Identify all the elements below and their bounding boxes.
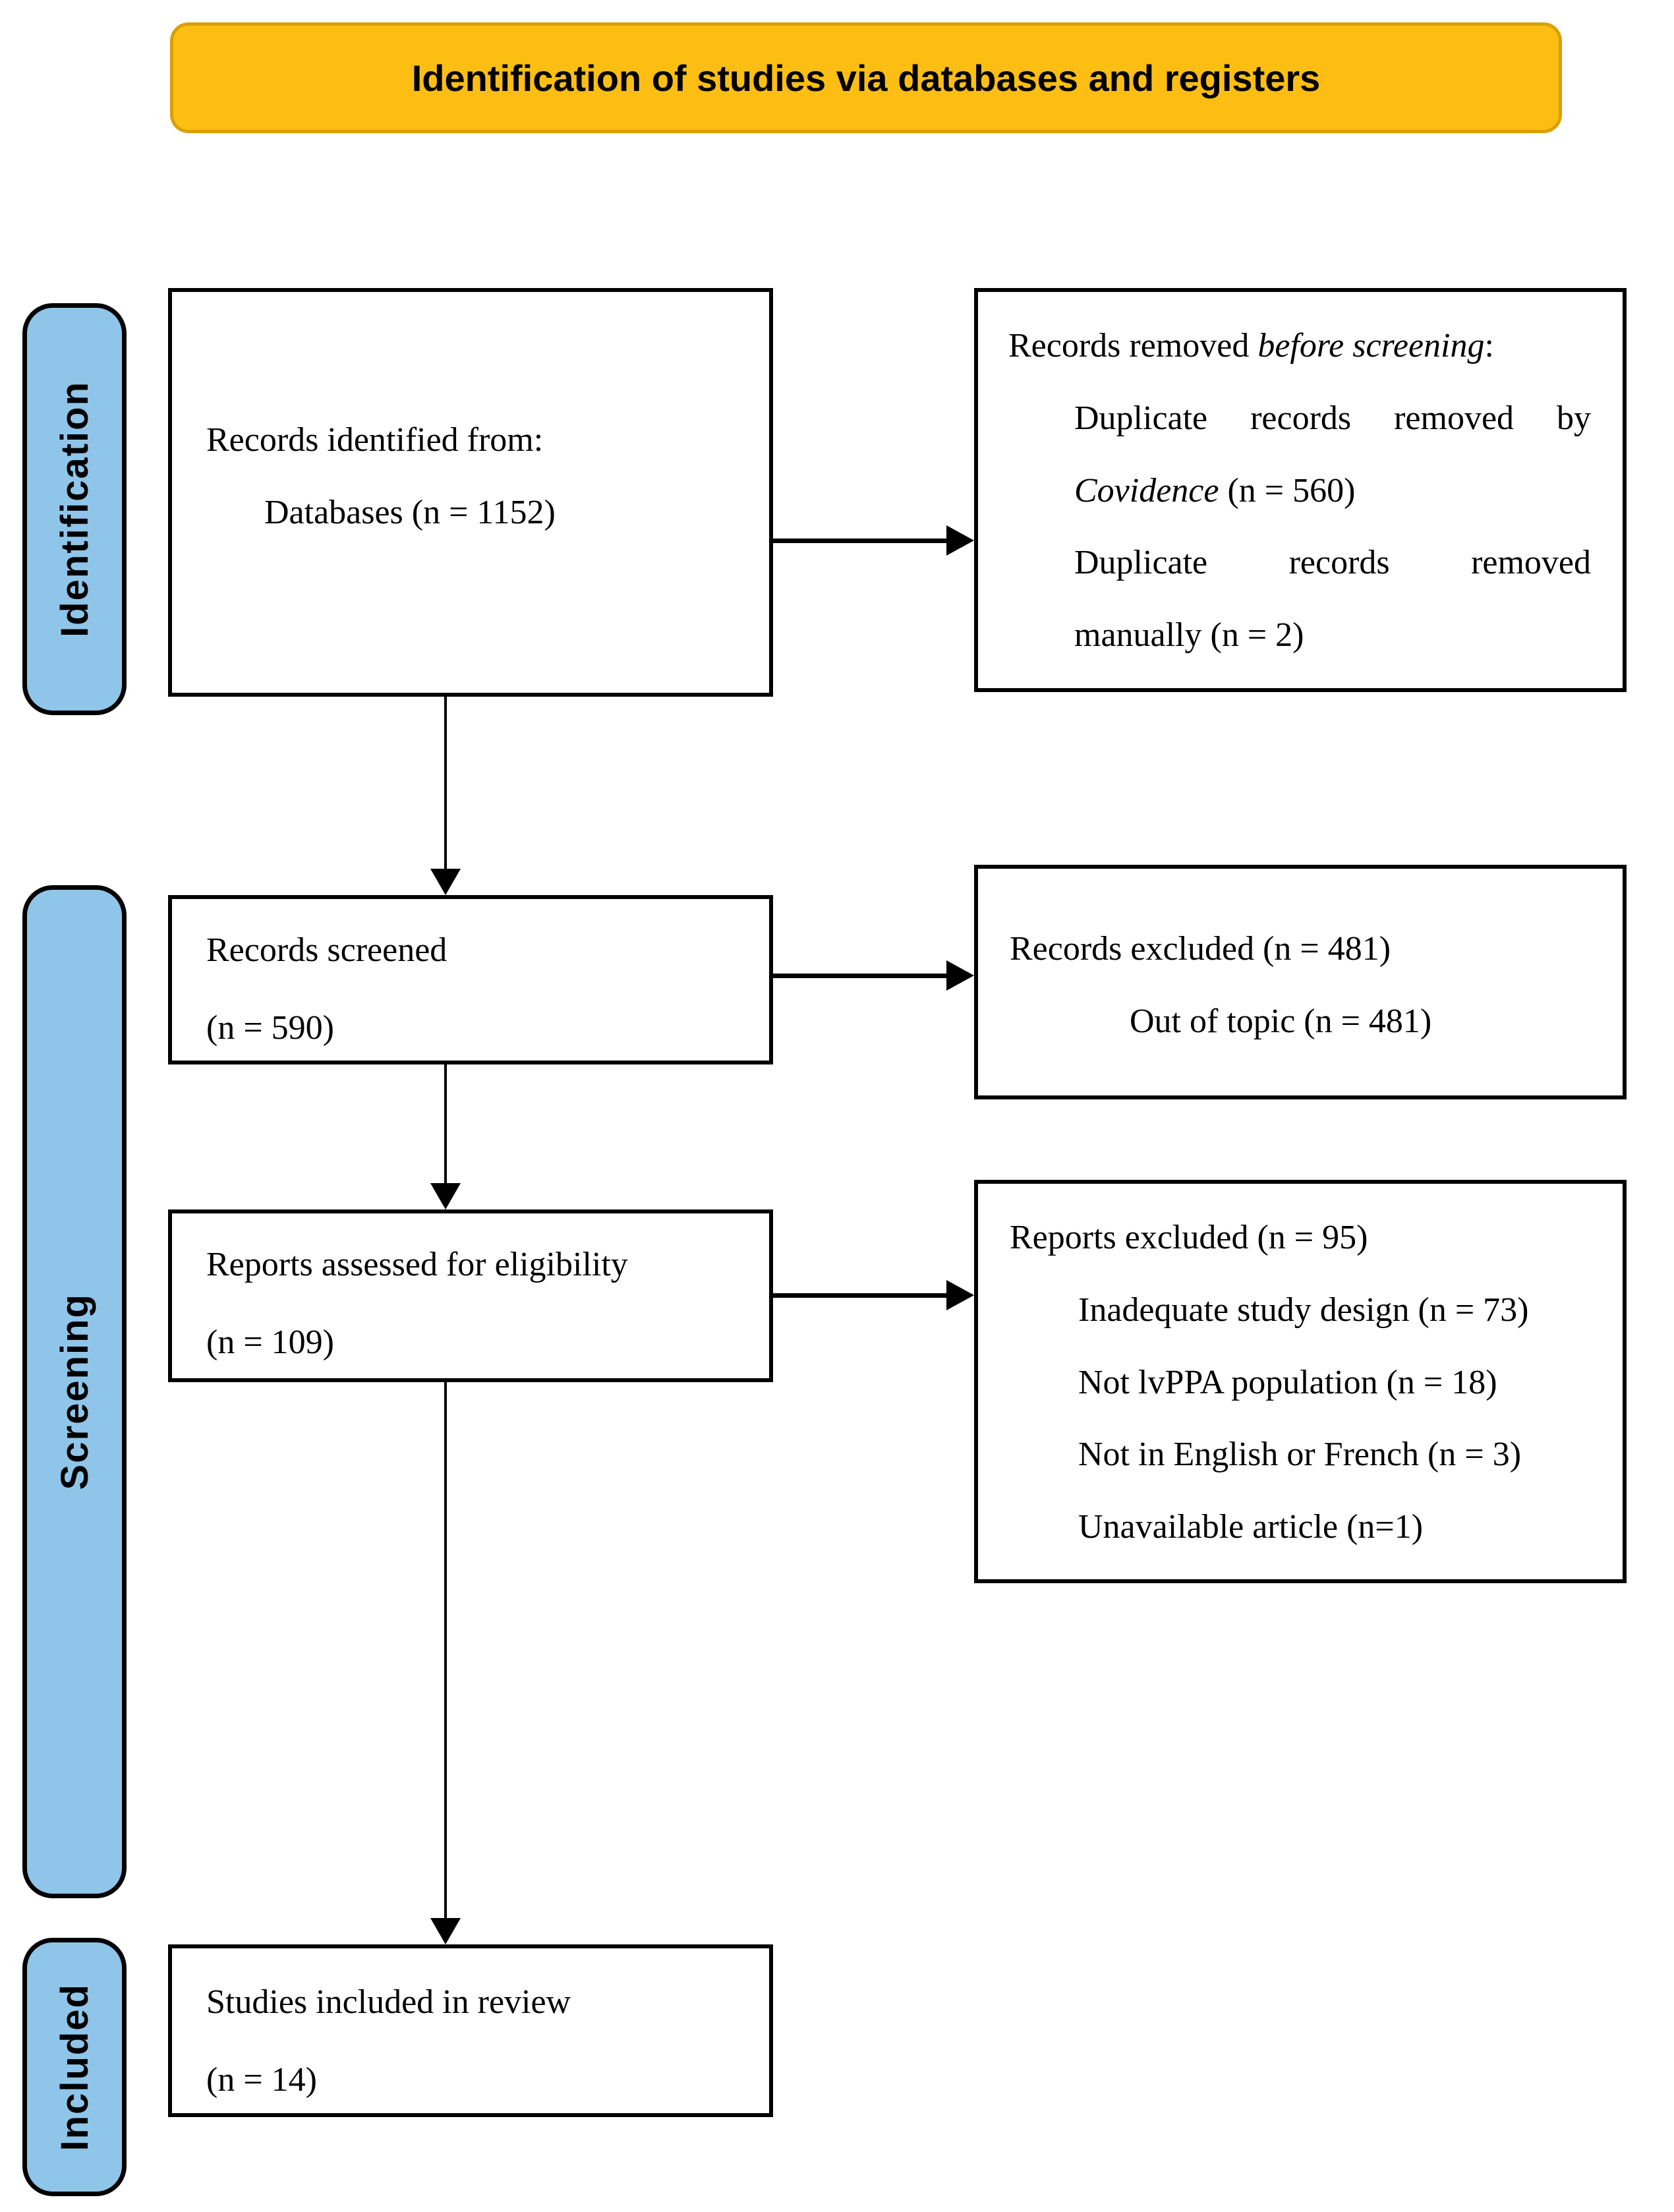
box-records-screened: Records screened (n = 590): [168, 895, 773, 1064]
text-segment: :: [1484, 327, 1494, 364]
box-line: Records excluded (n = 481): [1010, 930, 1391, 968]
arrow-down-icon: [430, 1183, 461, 1209]
box-line: Duplicate records removed by: [1074, 399, 1591, 437]
box-studies-included: Studies included in review (n = 14): [168, 1944, 773, 2117]
box-line: Out of topic (n = 481): [1130, 1002, 1432, 1040]
box-line: Records identified from:: [206, 421, 544, 459]
arrow-down-icon: [430, 1918, 461, 1944]
box-line: Inadequate study design (n = 73): [1078, 1291, 1529, 1329]
banner-title: Identification of studies via databases …: [411, 57, 1321, 99]
box-reports-assessed: Reports assessed for eligibility (n = 10…: [168, 1209, 773, 1382]
box-line: Duplicate records removed: [1074, 544, 1591, 582]
stage-identification: Identification: [22, 303, 127, 715]
arrow-right-icon: [946, 1280, 974, 1310]
box-line: (n = 109): [206, 1323, 334, 1361]
stage-identification-label: Identification: [53, 381, 96, 637]
box-line: Studies included in review: [206, 1983, 571, 2021]
text-segment: Records removed: [1008, 327, 1258, 364]
box-line: Reports assessed for eligibility: [206, 1246, 628, 1283]
stage-included-label: Included: [53, 1983, 96, 2151]
text-segment-italic: before screening: [1257, 327, 1485, 364]
text-segment-italic: Covidence: [1074, 471, 1219, 509]
arrow-right-icon: [946, 960, 974, 991]
box-line: Not in English or French (n = 3): [1078, 1436, 1522, 1474]
arrow-down-icon: [430, 869, 461, 895]
stage-screening: Screening: [22, 885, 127, 1898]
box-line: Unavailable article (n=1): [1078, 1508, 1424, 1546]
box-line: Records screened: [206, 931, 447, 969]
box-line: Covidence (n = 560): [1074, 471, 1595, 511]
text-segment: (n = 560): [1219, 471, 1356, 509]
arrow-right-icon: [946, 525, 974, 556]
arrow-identified-to-screened-line: [444, 697, 447, 870]
arrow-assessed-to-included-line: [444, 1382, 447, 1919]
arrow-screened-to-excluded-line: [773, 974, 946, 978]
stage-screening-label: Screening: [53, 1293, 96, 1490]
box-line: Reports excluded (n = 95): [1010, 1219, 1368, 1256]
arrow-screened-to-assessed-line: [444, 1064, 447, 1184]
box-line: Not lvPPA population (n = 18): [1078, 1363, 1497, 1401]
box-line: Databases (n = 1152): [264, 493, 556, 531]
box-records-removed: Records removed before screening: Duplic…: [974, 288, 1627, 692]
box-line: (n = 590): [206, 1008, 334, 1047]
box-records-identified: Records identified from: Databases (n = …: [168, 288, 773, 697]
box-reports-excluded: Reports excluded (n = 95) Inadequate stu…: [974, 1180, 1627, 1583]
box-line: manually (n = 2): [1074, 616, 1304, 655]
box-line: Records removed before screening:: [1008, 326, 1595, 366]
stage-included: Included: [22, 1938, 127, 2196]
box-line: (n = 14): [206, 2060, 317, 2099]
banner: Identification of studies via databases …: [170, 22, 1562, 133]
arrow-identified-to-removed-line: [773, 538, 946, 543]
arrow-assessed-to-excluded-line: [773, 1293, 946, 1298]
box-records-excluded: Records excluded (n = 481) Out of topic …: [974, 865, 1627, 1099]
